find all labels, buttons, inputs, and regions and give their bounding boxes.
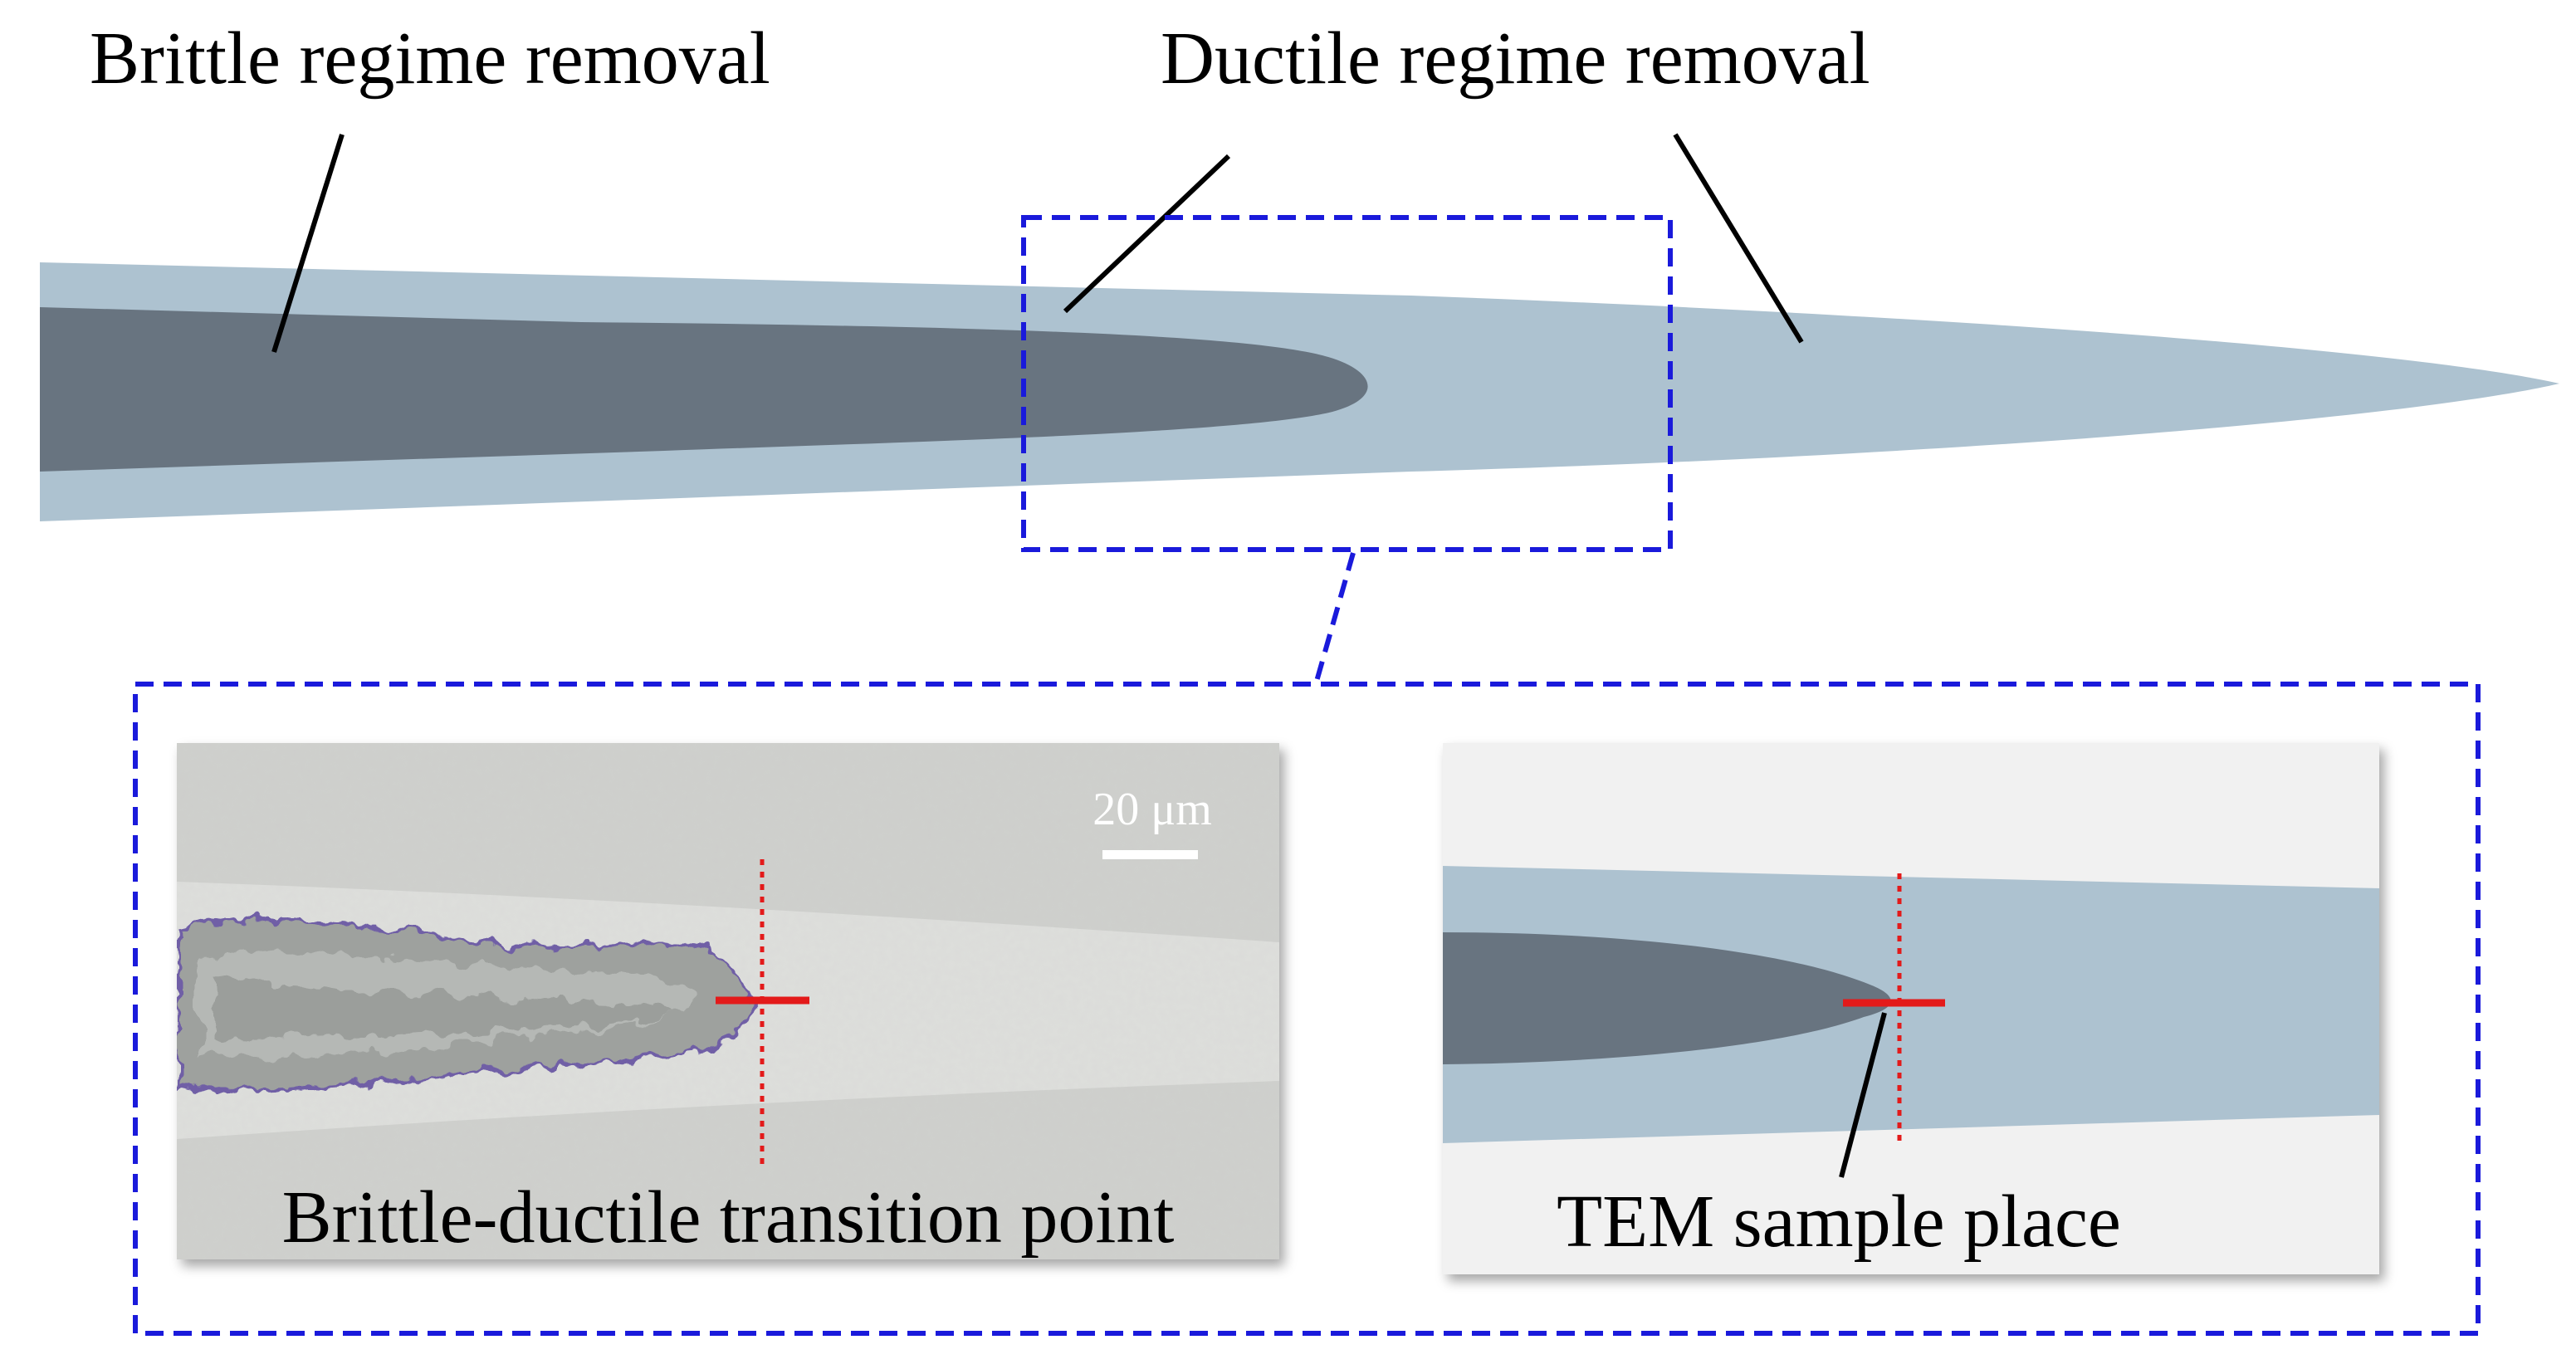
scratch-schematic — [40, 262, 2559, 521]
brittle-region — [40, 307, 1368, 472]
ductile-leader-line-right — [1673, 133, 1804, 344]
ductile-leader-line-left — [1063, 154, 1231, 314]
tem-leader-line — [1839, 1012, 1887, 1178]
zoom-selection-box — [1021, 215, 1673, 552]
detail-frame — [133, 682, 2481, 1336]
tem-sample-label: TEM sample place — [1557, 1181, 2121, 1263]
brittle-leader-line — [271, 134, 345, 353]
brittle-chipping-zone — [177, 918, 754, 1093]
zoom-callout — [133, 215, 2481, 1336]
leader-lines — [271, 133, 1804, 353]
brittle-regime-label: Brittle regime removal — [90, 17, 770, 100]
tem-inset-content: TEM sample place — [1443, 866, 2379, 1263]
inset-brittle-region — [1443, 932, 1891, 1064]
scale-bar — [1102, 850, 1198, 859]
micrograph-content: 20 μm Brittle-ductile transition point — [177, 743, 1279, 1259]
scale-bar-label: 20 μm — [1092, 784, 1212, 835]
transition-point-label: Brittle-ductile transition point — [282, 1176, 1175, 1259]
zoom-connector-line — [1313, 552, 1356, 685]
ductile-regime-label: Ductile regime removal — [1161, 17, 1870, 100]
